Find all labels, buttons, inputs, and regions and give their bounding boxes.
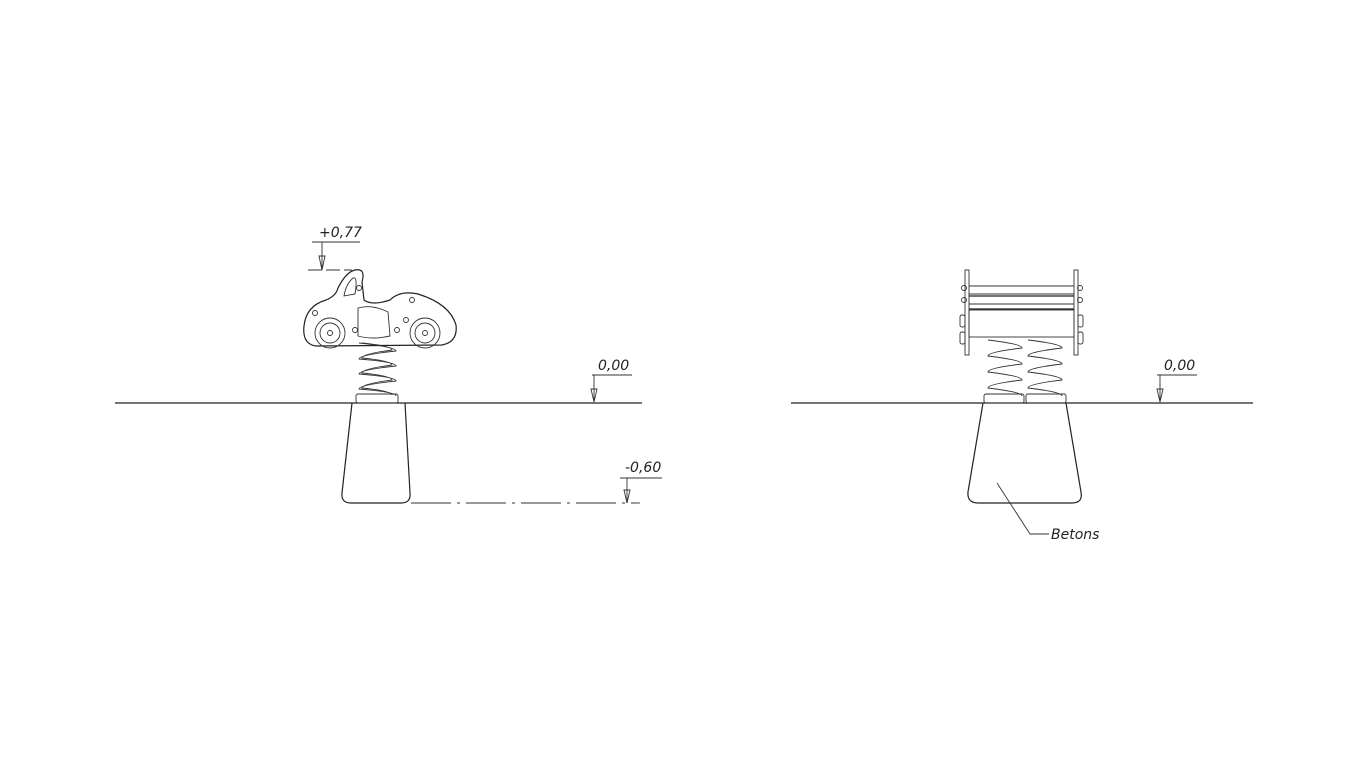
- springs: [983, 339, 1067, 404]
- betons-callout: Betons: [996, 482, 1099, 543]
- level-marker-top: +0,77: [308, 225, 362, 271]
- betons-label: Betons: [1051, 527, 1099, 543]
- level-label-ground-right: 0,00: [1164, 358, 1195, 374]
- concrete-base: [967, 402, 1082, 504]
- level-label-top: +0,77: [319, 225, 362, 241]
- front-view: 0,00 Betons: [791, 269, 1253, 543]
- car-seat: [303, 269, 457, 349]
- concrete-base: [341, 402, 411, 504]
- level-label-ground-left: 0,00: [598, 358, 629, 374]
- level-marker-foundation: -0,60: [620, 460, 662, 504]
- spring: [355, 342, 399, 404]
- level-marker-ground-left: 0,00: [590, 358, 632, 403]
- side-view: +0,77 0,00 -0,60: [115, 225, 662, 504]
- seat-frame: [959, 269, 1084, 356]
- level-marker-ground-right: 0,00: [1156, 358, 1197, 403]
- level-label-foundation: -0,60: [625, 460, 661, 476]
